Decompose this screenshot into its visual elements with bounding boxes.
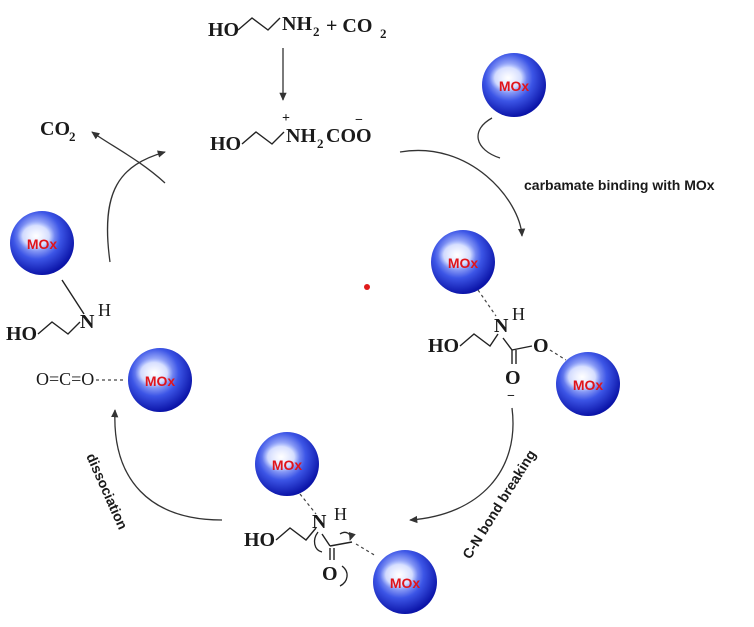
mox-label: MOx — [145, 373, 176, 389]
step-breaking-label: C-N bond breaking — [459, 447, 539, 562]
carbamate-formula: HO + NH 2 COO − — [210, 111, 372, 155]
step-dissociation-label: dissociation — [83, 451, 131, 532]
right-o-right: O — [533, 335, 549, 357]
mox-sphere-left-lower: MOx — [128, 348, 192, 412]
step-binding-label: carbamate binding with MOx — [524, 177, 715, 193]
mox-sphere-bottom-upper: MOx — [255, 432, 319, 496]
carbamate-nh2: NH — [286, 125, 316, 147]
reactant-ho: HO — [208, 19, 239, 41]
bottom-ho: HO — [244, 529, 275, 551]
carbamate-sub2: 2 — [317, 136, 324, 151]
mox-label: MOx — [272, 457, 303, 473]
mox-label: MOx — [27, 236, 58, 252]
mox-sphere-topright: MOx — [482, 53, 546, 117]
reactant-co2: + CO — [326, 15, 372, 37]
co2-on-mox-left: O=C=O — [36, 369, 124, 389]
center-dot — [364, 284, 370, 290]
carbamate-plus: + — [282, 111, 290, 126]
left-ho: HO — [6, 323, 37, 345]
cycle-arrows — [91, 48, 526, 524]
mox-sphere-bottom-lower: MOx — [373, 550, 437, 614]
right-o-below: O — [505, 367, 521, 389]
mox-label: MOx — [390, 575, 421, 591]
carbamate-bound-right: HO N H O O − — [428, 289, 567, 404]
reactant-formula: HO NH 2 + CO 2 — [208, 13, 387, 41]
reactant-nh2: NH — [282, 13, 312, 35]
mox-sphere-left-upper: MOx — [10, 211, 74, 275]
arrow-mox-feed — [477, 117, 501, 159]
co2-released: CO 2 — [40, 118, 76, 144]
carbamate-coo: COO — [326, 125, 372, 147]
arrow-right-down-arc — [409, 407, 514, 524]
bottom-n: N — [312, 511, 327, 533]
amine-on-mox-left: HO N H — [6, 279, 111, 345]
right-minus: − — [507, 389, 515, 404]
arrow-co2-release — [91, 131, 166, 184]
mox-label: MOx — [573, 377, 604, 393]
carbamate-minus: − — [355, 113, 363, 128]
right-ho: HO — [428, 335, 459, 357]
bottom-o-below: O — [322, 563, 338, 585]
reactant-co2-sub: 2 — [380, 26, 387, 41]
right-n: N — [494, 315, 509, 337]
mox-sphere-right-upper: MOx — [431, 230, 495, 294]
mox-label: MOx — [448, 255, 479, 271]
left-oco: O=C=O — [36, 369, 94, 389]
carbamate-ho: HO — [210, 133, 241, 155]
arrow-bottom-left-arc — [111, 409, 223, 521]
mox-label: MOx — [499, 78, 530, 94]
co2-sub: 2 — [69, 129, 76, 144]
arrow-left-up-arc — [106, 150, 166, 263]
left-n: N — [80, 311, 95, 333]
bottom-h: H — [334, 504, 347, 524]
reactant-nh2-sub: 2 — [313, 24, 320, 39]
arrow-top-right-arc — [399, 149, 526, 237]
right-h: H — [512, 304, 525, 324]
carbamate-breaking-bottom: HO N H O — [244, 493, 377, 587]
mox-sphere-right-lower: MOx — [556, 352, 620, 416]
left-h: H — [98, 300, 111, 320]
co2-label: CO — [40, 118, 70, 140]
